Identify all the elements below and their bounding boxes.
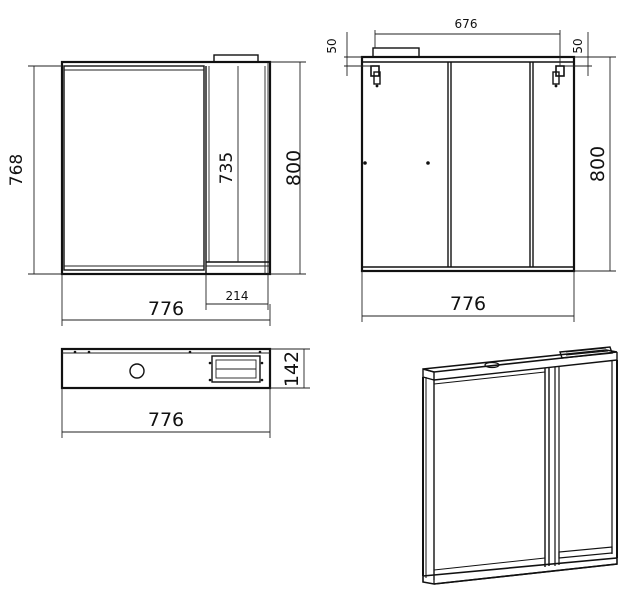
top-outline: [60, 347, 272, 390]
isometric-view: [422, 346, 618, 585]
dim-back-width: 776: [450, 293, 486, 315]
iso-shelf: [558, 546, 613, 559]
dim-back-top-width: 676: [455, 17, 478, 31]
front-mirror-door: [63, 65, 205, 271]
iso-hole: [484, 361, 500, 369]
dim-front-width: 776: [148, 298, 184, 320]
dim-back-height: 800: [587, 146, 609, 182]
front-lamp-box: [213, 54, 259, 63]
dim-front-height-right: 800: [283, 150, 305, 186]
iso-lamp-box: [559, 346, 613, 359]
top-lamp-box: [211, 355, 261, 383]
back-lamp-box: [372, 47, 420, 58]
dim-back-left-offset: 50: [325, 38, 339, 53]
front-view: 768 735 800 214 776: [7, 54, 306, 326]
dim-shelf-width: 214: [226, 289, 249, 303]
dim-back-right-offset: 50: [571, 38, 585, 53]
left-hanger-icon: [370, 65, 381, 88]
mount-hole: [426, 161, 430, 165]
top-hole: [129, 363, 145, 379]
dim-top-depth: 142: [281, 351, 303, 387]
dim-top-width: 776: [148, 409, 184, 431]
dim-shelf-height: 735: [217, 152, 237, 184]
back-cabinet-outline: [360, 55, 576, 273]
front-cabinet-outline: [60, 60, 272, 276]
right-hanger-icon: [552, 65, 565, 88]
back-view: 676 50 50 800 776: [325, 17, 616, 322]
top-view: 142 776: [60, 347, 310, 438]
mount-hole: [363, 161, 367, 165]
dim-front-height-left: 768: [7, 154, 27, 186]
